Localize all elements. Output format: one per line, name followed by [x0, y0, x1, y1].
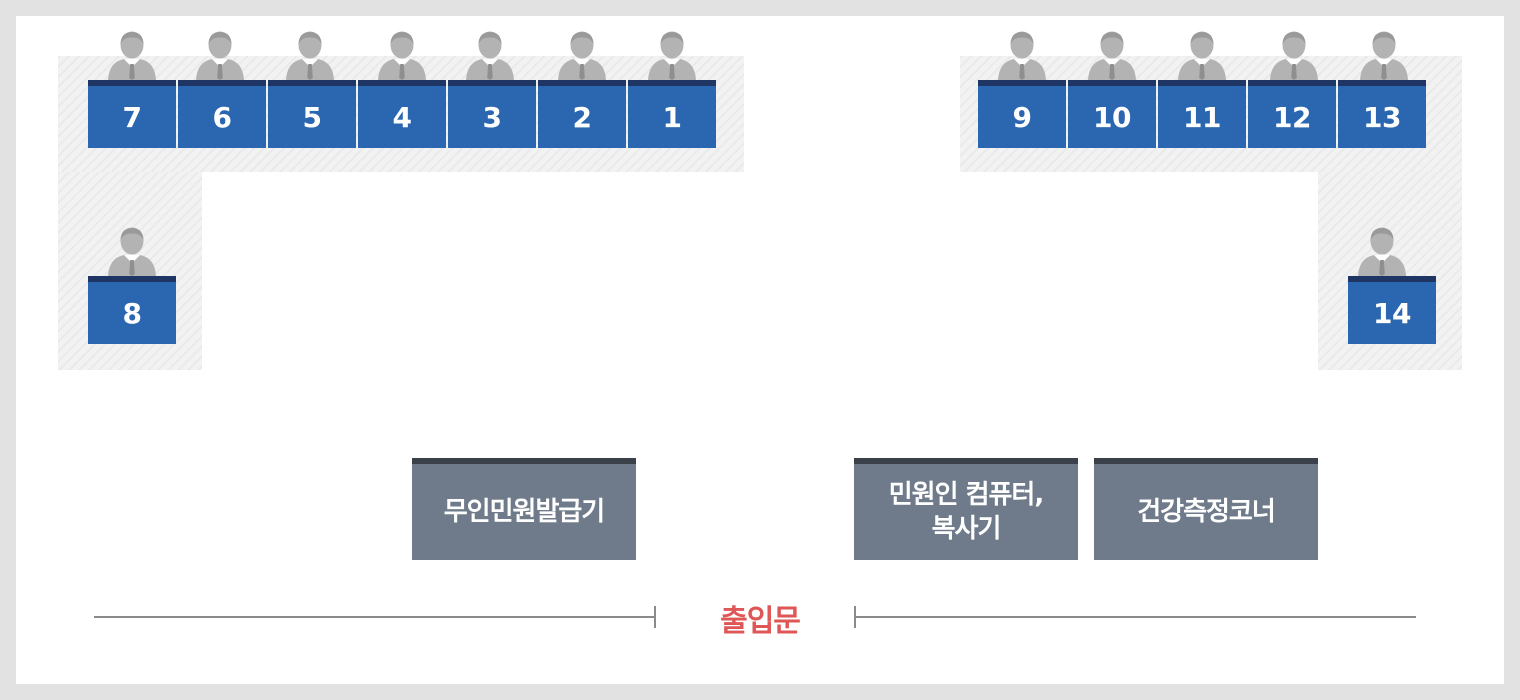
person-icon [460, 28, 520, 80]
person-icon [1172, 28, 1232, 80]
counter-14: 14 [1348, 276, 1436, 344]
person-icon [102, 224, 162, 276]
counter-8: 8 [88, 276, 176, 344]
entrance-tick-left [654, 606, 656, 628]
counter-1: 1 [628, 80, 716, 148]
entrance-label: 출입문 [720, 604, 801, 639]
person-icon [190, 28, 250, 80]
counter-11: 11 [1158, 80, 1246, 148]
health-corner-label: 건강측정코너 [1137, 497, 1276, 527]
person-icon [642, 28, 702, 80]
person-icon [102, 28, 162, 80]
counter-6: 6 [178, 80, 266, 148]
person-icon [1352, 224, 1412, 276]
counter-5: 5 [268, 80, 356, 148]
person-icon [1264, 28, 1324, 80]
person-icon [992, 28, 1052, 80]
kiosk-label: 무인민원발급기 [443, 497, 605, 527]
counter-9: 9 [978, 80, 1066, 148]
entrance-line-left [94, 616, 656, 618]
counter-3: 3 [448, 80, 536, 148]
counter-10: 10 [1068, 80, 1156, 148]
kiosk-box: 무인민원발급기 [412, 458, 636, 560]
counter-4: 4 [358, 80, 446, 148]
person-icon [1354, 28, 1414, 80]
counter-7: 7 [88, 80, 176, 148]
computer-copier-label: 민원인 컴퓨터, 복사기 [888, 478, 1044, 546]
health-corner-box: 건강측정코너 [1094, 458, 1318, 560]
entrance-line-right [854, 616, 1416, 618]
counter-2: 2 [538, 80, 626, 148]
counter-12: 12 [1248, 80, 1336, 148]
person-icon [280, 28, 340, 80]
computer-label-line1: 민원인 컴퓨터, [888, 480, 1044, 510]
person-icon [372, 28, 432, 80]
person-icon [1082, 28, 1142, 80]
computer-label-line2: 복사기 [931, 514, 1002, 544]
person-icon [552, 28, 612, 80]
computer-copier-box: 민원인 컴퓨터, 복사기 [854, 458, 1078, 560]
counter-13: 13 [1338, 80, 1426, 148]
